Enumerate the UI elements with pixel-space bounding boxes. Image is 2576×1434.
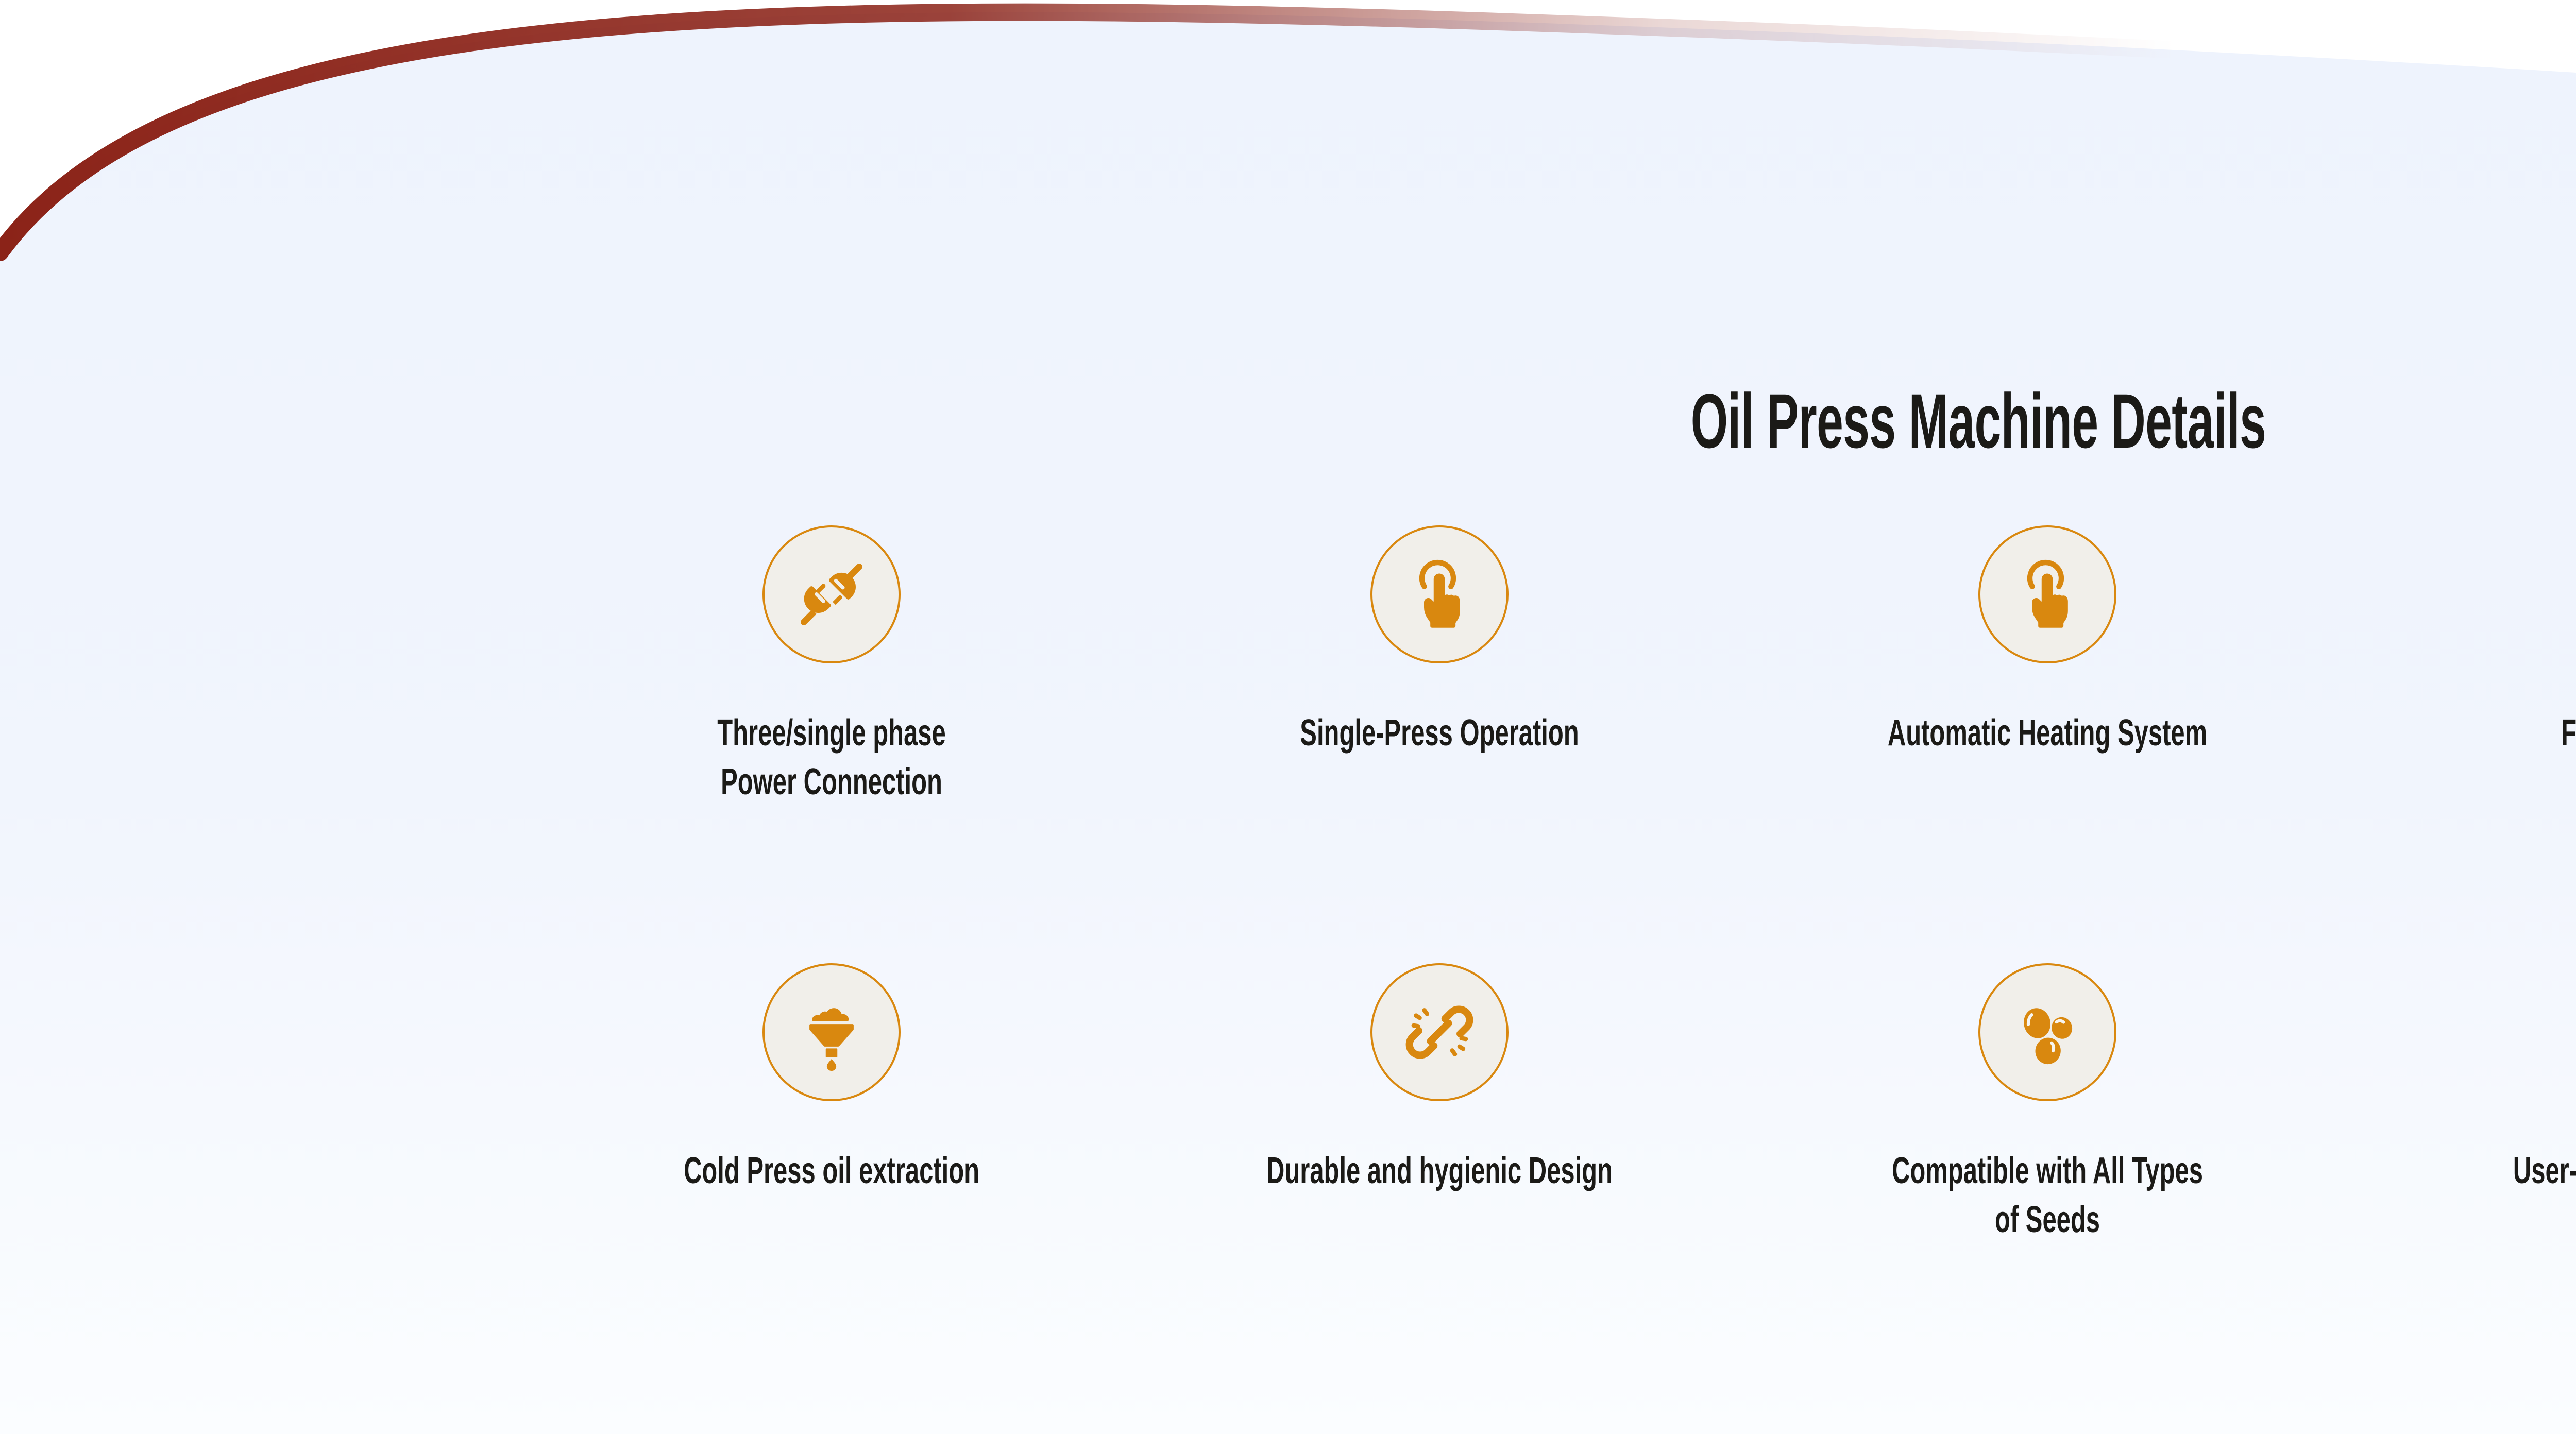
- feature-label: Durable and hygienic Design: [1254, 1147, 1625, 1196]
- chain-link-sparkle-icon: [1405, 1005, 1473, 1059]
- feature-label: Compatible with All Types of Seeds: [1862, 1147, 2233, 1244]
- feature-item-compatible-all-seeds[interactable]: Compatible with All Types of Seeds: [1743, 963, 2351, 1244]
- feature-label-line: User-Friendly operation: [2513, 1150, 2576, 1191]
- feature-label-line: Three/single phase: [717, 712, 946, 754]
- hand-tap-heat-icon: [2027, 559, 2068, 628]
- icon-circle: [762, 525, 901, 663]
- feature-item-durable-hygienic-design[interactable]: Durable and hygienic Design: [1136, 963, 1743, 1196]
- feature-label: Cold Press oil extraction: [646, 1147, 1018, 1196]
- feature-item-power-connection[interactable]: Three/single phase Power Connection: [528, 525, 1136, 807]
- feature-label-line: Durable and hygienic Design: [1266, 1150, 1613, 1191]
- seeds-icon: [2024, 1008, 2073, 1065]
- icon-circle: [1370, 525, 1509, 663]
- feature-label: User-Friendly operation: [2470, 1147, 2576, 1196]
- feature-label: Three/single phase Power Connection: [646, 709, 1018, 807]
- power-plug-icon: [801, 564, 862, 625]
- feature-label-line: Functionality: [2470, 758, 2576, 807]
- feature-item-user-friendly-operation[interactable]: User-Friendly operation: [2351, 963, 2576, 1196]
- feature-label-line: Cold Press oil extraction: [683, 1150, 980, 1191]
- icon-circle: [1370, 963, 1509, 1101]
- funnel-oil-drop-icon: [809, 1008, 854, 1071]
- feature-label-line: Compatible with All Types: [1892, 1150, 2203, 1191]
- icon-circle: [1978, 525, 2116, 663]
- feature-label-line: of Seeds: [1994, 1199, 2100, 1241]
- feature-label-line: Power Connection: [721, 761, 942, 803]
- feature-label-line: Single-Press Operation: [1300, 712, 1579, 754]
- icon-circle: [762, 963, 901, 1101]
- feature-row-1: Three/single phase Power Connection Sing…: [528, 525, 2576, 807]
- hand-press-icon: [1419, 559, 1460, 628]
- icon-circle: [1978, 963, 2116, 1101]
- feature-label: Fully Automatic Functionality: [2470, 709, 2576, 807]
- feature-item-fully-automatic-functionality[interactable]: Fully Automatic Functionality: [2351, 525, 2576, 807]
- feature-label: Single-Press Operation: [1254, 709, 1625, 758]
- feature-label-line: Automatic Heating System: [1887, 712, 2208, 754]
- feature-label-line: Fully Automatic: [2561, 712, 2576, 754]
- page-title: Oil Press Machine Details: [1690, 377, 2266, 464]
- feature-item-cold-press-oil-extraction[interactable]: Cold Press oil extraction: [528, 963, 1136, 1196]
- feature-row-2: Cold Press oil extraction: [528, 963, 2576, 1244]
- feature-item-automatic-heating-system[interactable]: Automatic Heating System: [1743, 525, 2351, 758]
- feature-label: Automatic Heating System: [1862, 709, 2233, 758]
- feature-item-single-press-operation[interactable]: Single-Press Operation: [1136, 525, 1743, 758]
